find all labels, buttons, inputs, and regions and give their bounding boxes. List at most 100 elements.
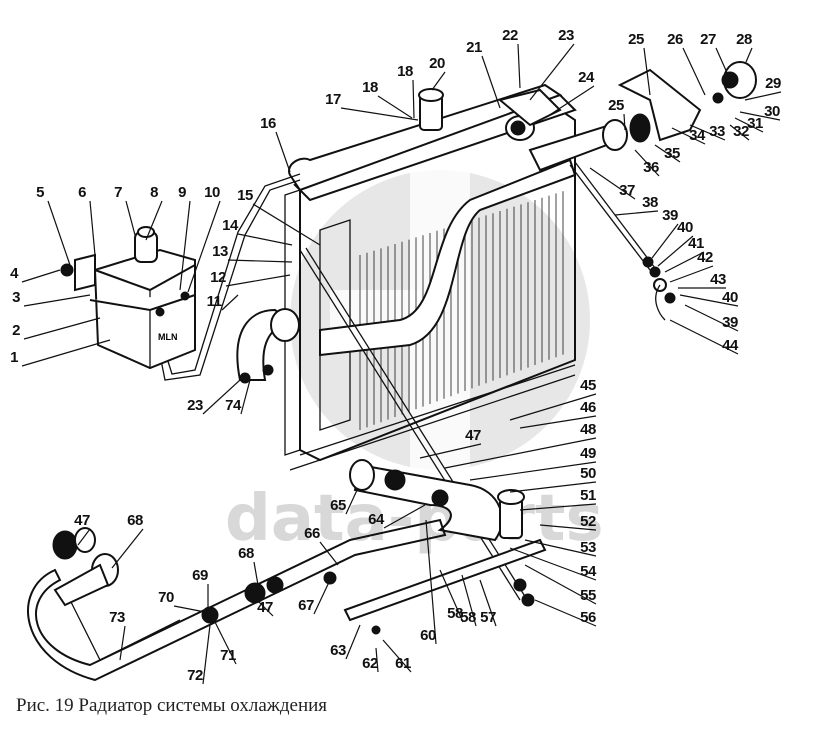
part-number-label: 47 [257,599,273,616]
callout-c66: 66 [304,525,339,566]
part-number-label: 63 [330,642,346,659]
leader-line [23,317,101,340]
callout-c68b: 68 [111,512,143,569]
part-number-label: 49 [580,445,596,462]
drain-rod [299,249,521,601]
callout-c69: 69 [192,567,209,608]
callout-c71: 71 [214,621,237,665]
leader-line [734,117,764,133]
part-number-label: 23 [558,27,574,44]
callout-c15: 15 [237,187,321,246]
part-number-label: 25 [608,97,624,114]
leader-line [419,443,482,459]
callout-c55: 55 [524,564,596,605]
callout-c50: 50 [509,465,597,493]
callout-c21: 21 [466,39,501,109]
callout-c58b: 58 [439,569,464,623]
leader-line [651,223,679,259]
part-number-label: 48 [580,421,596,438]
part-number-label: 57 [480,609,496,626]
callout-c62: 62 [362,647,379,673]
part-number-label: 21 [466,39,482,56]
leader-line [431,71,446,91]
callout-c53: 53 [524,539,596,557]
part-number-label: 62 [362,655,378,672]
part-number-label: 58 [460,609,476,626]
callout-c28: 28 [736,31,753,63]
leader-line [173,605,206,613]
callout-c68a: 68 [238,545,259,586]
part-number-label: 12 [210,269,226,286]
callout-c47b: 47 [254,597,273,617]
leader-line [509,547,597,581]
part-number-label: 40 [677,219,693,236]
leader-line [21,339,111,367]
part-number-label: 47 [74,512,90,529]
callout-c5: 5 [36,184,71,266]
callout-c47a: 47 [419,427,482,459]
leader-line [534,599,597,627]
callout-c12: 12 [210,269,291,287]
callout-c20: 20 [429,55,446,91]
leader-line [643,47,651,96]
leader-line [444,437,597,469]
leader-line [145,200,163,241]
part-number-label: 7 [114,184,122,201]
callout-c24: 24 [544,69,595,119]
part-number-label: 47 [465,427,481,444]
upper-hose [528,61,757,172]
callout-c64: 64 [368,504,426,529]
leader-line [517,43,521,89]
callout-c1: 1 [10,339,111,367]
part-number-label: 8 [150,184,158,201]
part-number-label: 42 [697,249,713,266]
leader-line [479,579,497,627]
leader-line [509,393,597,421]
callout-c56: 56 [534,599,597,627]
leader-line [544,85,595,119]
part-number-label: 53 [580,539,596,556]
callout-c35: 35 [654,144,681,163]
part-number-label: 34 [689,127,706,144]
callout-c26: 26 [667,31,706,96]
leader-line [614,210,659,216]
leader-line [461,574,477,627]
leader-line [654,144,681,163]
part-number-label: 5 [36,184,44,201]
callout-c18b: 18 [397,63,415,119]
callout-c60: 60 [420,519,437,645]
part-number-label: 22 [502,27,518,44]
callout-c38: 38 [614,194,659,216]
leader-line [227,259,293,263]
part-number-label: 45 [580,377,596,394]
callout-c25b: 25 [608,97,626,131]
leader-line [439,569,464,623]
leader-line [739,111,781,121]
part-number-label: 13 [212,243,228,260]
part-number-label: 39 [662,207,678,224]
part-number-label: 61 [395,655,411,672]
leader-line [634,149,660,177]
part-number-label: 32 [733,123,749,140]
part-number-label: 31 [747,115,763,132]
callout-c57: 57 [479,579,497,627]
left-elbow-hose [236,308,300,384]
leader-line [383,504,426,529]
callout-c27: 27 [700,31,729,76]
tank-marking: MLN [158,332,178,342]
part-number-label: 71 [220,647,236,664]
expansion-tank: MLN [60,226,196,370]
leader-line [729,124,750,141]
leader-line [623,113,626,131]
control-rod [569,164,651,271]
part-number-label: 46 [580,399,596,416]
part-number-label: 69 [192,567,208,584]
callout-c8: 8 [145,184,163,241]
part-number-label: 18 [362,79,378,96]
callout-c48: 48 [444,421,597,469]
callout-c25a: 25 [628,31,651,96]
callout-c70: 70 [158,589,206,613]
callout-c49: 49 [469,445,596,481]
leader-line [509,481,597,493]
radiator-core [284,108,576,471]
